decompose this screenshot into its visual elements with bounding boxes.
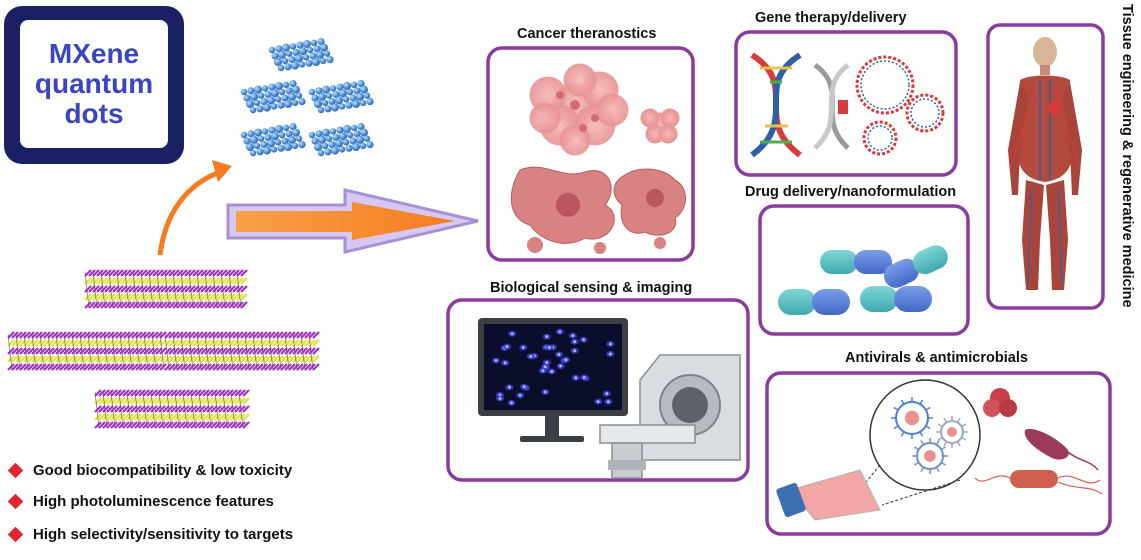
- cancer-cells: [510, 63, 686, 254]
- human-body: [1008, 37, 1082, 290]
- frame-antiviral: [765, 371, 1112, 536]
- diamond-bullet-icon: [7, 526, 24, 543]
- feature-text-2: High photoluminescence features: [33, 493, 274, 510]
- frame-tissue: [986, 23, 1105, 310]
- label-gene: Gene therapy/delivery: [755, 10, 907, 26]
- capsules: [778, 245, 948, 315]
- curved-arrow: [157, 169, 221, 256]
- frame-drug: [758, 204, 970, 336]
- quantum-dot-clusters: [240, 38, 374, 157]
- label-antiviral: Antivirals & antimicrobials: [845, 350, 1028, 366]
- feature-item-2: High photoluminescence features: [7, 493, 274, 510]
- big-arrow: [236, 202, 455, 240]
- dna-helix: [750, 52, 850, 158]
- monitor: [478, 318, 628, 442]
- antiviral-scene: [776, 379, 1103, 521]
- feature-item-3: High selectivity/sensitivity to targets: [7, 526, 294, 543]
- diamond-bullet-icon: [7, 462, 24, 479]
- mxene-layer-stacks: [7, 269, 320, 429]
- diamond-bullet-icon: [7, 493, 24, 510]
- curved-arrow-head: [212, 160, 232, 182]
- frame-sensing: [446, 298, 750, 482]
- feature-text-3: High selectivity/sensitivity to targets: [33, 526, 294, 543]
- label-tissue: Tissue engineering & regenerative medici…: [1119, 4, 1135, 308]
- frame-cancer: [486, 46, 695, 262]
- label-sensing: Biological sensing & imaging: [490, 280, 693, 296]
- title-line-1: MXene: [48, 38, 140, 69]
- label-drug: Drug delivery/nanoformulation: [745, 184, 957, 200]
- feature-item-1: Good biocompatibility & low toxicity: [7, 462, 293, 479]
- feature-text-1: Good biocompatibility & low toxicity: [33, 462, 293, 479]
- frame-gene: [734, 30, 958, 177]
- mri-scanner: [599, 354, 741, 479]
- title-line-3: dots: [64, 98, 124, 129]
- title-box: MXene quantum dots: [4, 6, 184, 164]
- label-cancer: Cancer theranostics: [517, 26, 657, 42]
- title-inner: MXene quantum dots: [20, 20, 168, 148]
- plasmids: [855, 55, 945, 156]
- title-line-2: quantum: [34, 68, 154, 99]
